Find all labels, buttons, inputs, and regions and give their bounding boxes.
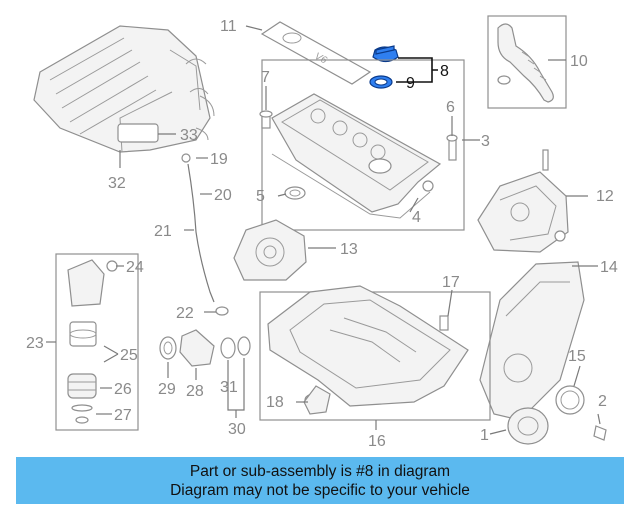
callout-11[interactable]: 11	[220, 18, 237, 35]
oil-pan-drain-bolt	[439, 315, 449, 331]
callout-28[interactable]: 28	[186, 383, 204, 400]
oil-pan	[267, 285, 469, 407]
callout-24[interactable]: 24	[126, 259, 144, 276]
intake-manifold	[33, 25, 215, 153]
timing-cover	[477, 149, 569, 253]
oil-filter-housing	[67, 259, 118, 307]
valve-cover-bolt	[259, 110, 273, 129]
callout-10[interactable]: 10	[570, 53, 588, 70]
callout-17[interactable]: 17	[442, 274, 460, 291]
callout-12[interactable]: 12	[596, 188, 614, 205]
oil-filler-cap-highlighted[interactable]	[369, 45, 399, 89]
callout-27[interactable]: 27	[114, 407, 132, 424]
callout-19[interactable]: 19	[210, 151, 228, 168]
valve-cover-stud	[446, 134, 458, 161]
callout-32[interactable]: 32	[108, 175, 126, 192]
callout-22[interactable]: 22	[176, 305, 194, 322]
oil-pan-group-frame	[259, 291, 491, 421]
o-rings	[71, 404, 93, 424]
callout-23[interactable]: 23	[26, 335, 44, 352]
seal-ring-31	[220, 337, 236, 359]
oil-level-sensor	[303, 385, 331, 415]
lower-timing-cover	[479, 261, 585, 421]
callout-13[interactable]: 13	[340, 241, 358, 258]
valve-cover-group-frame	[261, 59, 465, 231]
engine-cover: V6	[260, 21, 372, 85]
callout-31[interactable]: 31	[220, 379, 238, 396]
callout-15[interactable]: 15	[568, 348, 586, 365]
oil-cooler-gasket	[159, 336, 177, 360]
oil-filter-element	[69, 321, 97, 347]
note-line-2: Diagram may not be specific to your vehi…	[170, 481, 470, 499]
callout-5[interactable]: 5	[256, 188, 265, 205]
callout-4[interactable]: 4	[412, 209, 421, 226]
seal-ring-30	[237, 336, 251, 356]
callout-2[interactable]: 2	[598, 393, 607, 410]
engine-cover-label: V6	[313, 51, 329, 67]
callout-8[interactable]: 8	[440, 63, 449, 80]
callout-30[interactable]: 30	[228, 421, 246, 438]
callout-7[interactable]: 7	[261, 69, 270, 86]
dipstick-assembly	[181, 153, 229, 316]
callout-1[interactable]: 1	[480, 427, 489, 444]
crankshaft-seal	[555, 385, 585, 415]
callout-6[interactable]: 6	[446, 99, 455, 116]
callout-33[interactable]: 33	[180, 127, 198, 144]
breather-hose	[497, 23, 554, 103]
spark-plug-tube-seal	[284, 186, 306, 200]
callout-16[interactable]: 16	[368, 433, 386, 450]
callout-20[interactable]: 20	[214, 187, 232, 204]
diagram-note-banner: Part or sub-assembly is #8 in diagram Di…	[16, 457, 624, 504]
callout-25[interactable]: 25	[120, 347, 138, 364]
callout-8-9-leader	[396, 57, 438, 83]
callout-3[interactable]: 3	[481, 133, 490, 150]
callout-14[interactable]: 14	[600, 259, 618, 276]
oil-filter-cap	[67, 373, 97, 399]
crankshaft-bolt	[593, 425, 607, 441]
callout-9[interactable]: 9	[406, 75, 415, 92]
callout-26[interactable]: 26	[114, 381, 132, 398]
note-line-1: Part or sub-assembly is #8 in diagram	[189, 462, 451, 480]
valve-cover	[271, 93, 442, 219]
oil-pressure-switch	[179, 329, 215, 367]
callout-numbers: 1 2 3 4 5 6 7 8 9 10 11 12 13 14 15 16 1…	[26, 18, 618, 450]
breather-hose-frame	[487, 15, 567, 109]
callout-29[interactable]: 29	[158, 381, 176, 398]
leader-lines	[46, 25, 601, 435]
callout-21[interactable]: 21	[154, 223, 172, 240]
crankshaft-pulley	[507, 407, 549, 445]
rear-main-seal-housing	[233, 219, 307, 281]
callout-18[interactable]: 18	[266, 394, 284, 411]
